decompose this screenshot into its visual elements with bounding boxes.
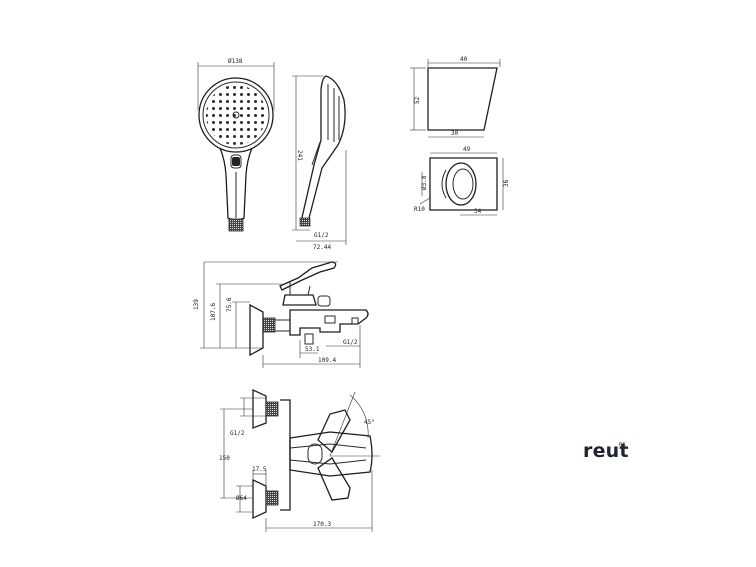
hand-shower-front-view: Ø138 (197, 58, 275, 232)
dim-holder-offset: 34 (474, 208, 482, 215)
dim-holder-top: 40 (460, 56, 468, 63)
dim-top-inlet-depth: 17.5 (252, 466, 267, 473)
dim-top-inlet-thread: G1/2 (230, 430, 245, 437)
dim-mixer-outlet-offset: 53.1 (305, 346, 320, 353)
dim-lever-angle: 45° (364, 419, 375, 426)
dim-top-center-distance: 150 (219, 455, 230, 462)
dim-head-depth: 72.44 (313, 244, 331, 251)
dim-holder-hole: Ø3.8 (421, 175, 428, 190)
dim-mixer-inlet: 75.6 (226, 297, 233, 312)
hand-shower-side-view: 241 G1/2 72.44 (292, 75, 347, 251)
dim-holder-radius: R10 (414, 206, 425, 213)
dim-holder-bottom: 30 (451, 130, 459, 137)
dim-head-length: 241 (296, 150, 303, 161)
dim-holder-plan-depth: 36 (503, 179, 510, 187)
dim-mixer-height: 139 (193, 299, 200, 310)
dim-mixer-outlet-thread: G1/2 (343, 339, 358, 346)
dim-top-flange-diameter: Ø64 (236, 495, 247, 502)
dim-hose-thread: G1/2 (314, 232, 329, 239)
mixer-top-view: 45° G1/2 150 17.5 Ø64 170.3 (219, 388, 380, 532)
dim-mixer-depth: 109.4 (318, 357, 336, 364)
dim-holder-plan-width: 49 (463, 146, 471, 153)
mixer-side-view: 139 107.6 75.6 53.1 G1/2 109.4 (193, 261, 369, 368)
dim-top-length: 170.3 (313, 521, 331, 528)
dim-head-diameter: Ø138 (228, 58, 243, 65)
dim-mixer-axis: 107.6 (210, 303, 217, 321)
holder-side-view: 40 52 30 (410, 56, 501, 138)
holder-top-view: 49 36 Ø3.8 R10 34 (414, 146, 510, 216)
brand-superscript: RK (619, 442, 626, 448)
brand-logo: reut (583, 440, 629, 462)
dim-holder-height: 52 (414, 96, 421, 104)
